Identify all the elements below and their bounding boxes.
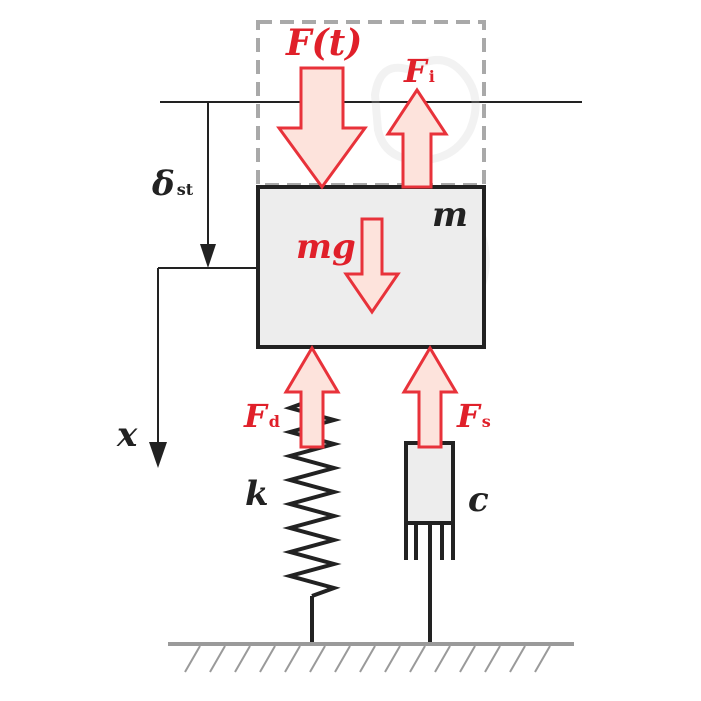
- force-s-arrow: [401, 345, 459, 449]
- label-force-d-sub: d: [269, 412, 280, 431]
- label-damper: c: [468, 480, 489, 520]
- label-force-t: F(t): [285, 22, 362, 64]
- label-force-i-main: F: [403, 52, 429, 90]
- label-force-d-main: F: [243, 397, 269, 435]
- x-axis-arrow: [149, 267, 258, 468]
- label-delta-main: δ: [151, 164, 175, 204]
- force-i-arrow: [385, 87, 449, 189]
- label-force-s-sub: s: [482, 412, 491, 431]
- ghost-box: [256, 20, 486, 187]
- gravity-arrow: [343, 217, 401, 315]
- label-spring: k: [245, 474, 269, 514]
- force-d-arrow: [283, 345, 341, 449]
- label-mass: m: [432, 195, 468, 235]
- label-gravity: mg: [296, 227, 356, 267]
- label-force-s-main: F: [456, 397, 482, 435]
- label-delta-sub: st: [177, 180, 194, 199]
- force-t-arrow: [276, 66, 368, 190]
- ground: [168, 642, 574, 673]
- label-x: x: [116, 415, 138, 455]
- label-force-i-sub: i: [429, 67, 435, 86]
- delta-st-arrow: [200, 102, 216, 268]
